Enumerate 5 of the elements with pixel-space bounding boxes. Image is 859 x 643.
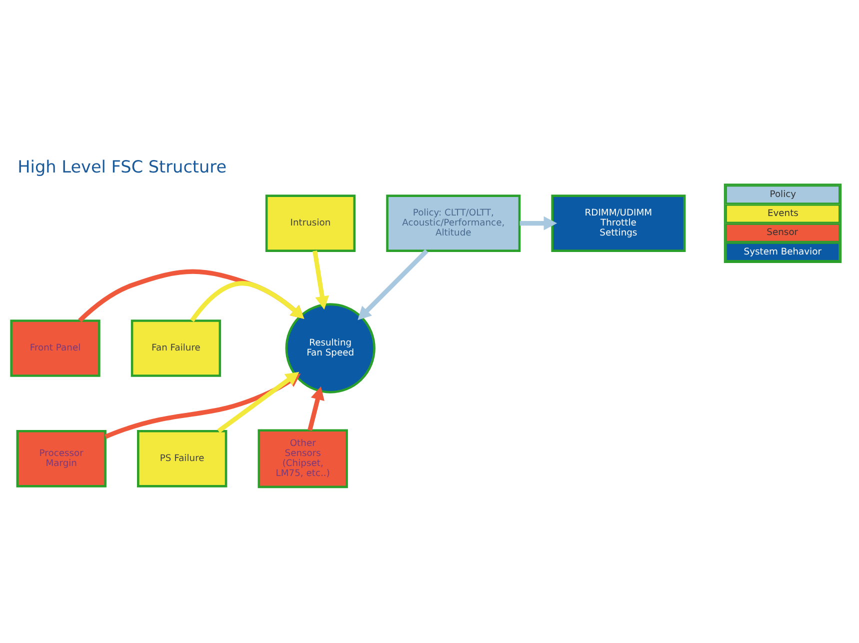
legend-label: System Behavior bbox=[744, 246, 822, 258]
legend-label: Events bbox=[767, 208, 798, 220]
legend-label: Policy bbox=[770, 189, 796, 200]
diagram-title: High Level FSC Structure bbox=[18, 156, 227, 177]
legend-label: Sensor bbox=[766, 227, 798, 238]
